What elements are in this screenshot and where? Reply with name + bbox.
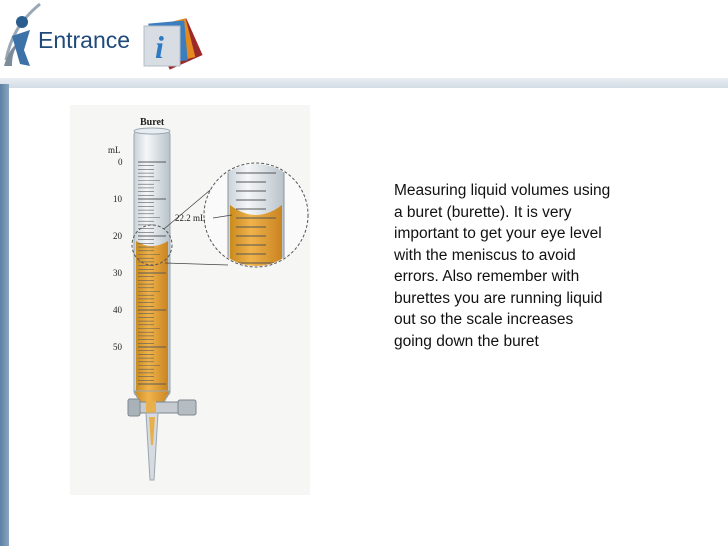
reading-label: 22.2 mL	[175, 213, 206, 223]
scale-label-30: 30	[113, 268, 123, 278]
logo-swoosh-icon	[4, 2, 41, 61]
entrance-logo: i Entrance	[0, 0, 220, 80]
explanation-text: Measuring liquid volumes using a buret (…	[394, 182, 611, 350]
buret-diagram: Buret mL 0 10 20 30 40 50	[70, 105, 310, 495]
buret-tip	[145, 412, 159, 481]
logo-graphic: i	[4, 2, 203, 70]
buret-svg: Buret mL 0 10 20 30 40 50	[70, 105, 310, 495]
left-accent-bar	[0, 84, 9, 546]
logo-head-icon	[16, 16, 28, 28]
logo-cards-icon	[143, 18, 203, 70]
scale-labels: 0 10 20 30 40 50	[113, 157, 123, 352]
scale-label-40: 40	[113, 305, 123, 315]
buret-title: Buret	[140, 117, 165, 128]
scale-label-0: 0	[118, 157, 123, 167]
zoom-connector-bottom	[164, 262, 229, 266]
scale-label-10: 10	[113, 194, 123, 204]
scale-label-50: 50	[113, 342, 123, 352]
figure-background	[70, 105, 310, 495]
stopcock	[127, 398, 197, 417]
logo-text: Entrance	[38, 27, 131, 53]
scale-label-20: 20	[113, 231, 123, 241]
zoomed-meniscus-inset	[203, 162, 309, 268]
meniscus-highlight-circle	[131, 224, 173, 266]
unit-label: mL	[108, 145, 121, 155]
logo-letter: i	[155, 29, 164, 65]
header-divider	[0, 78, 728, 88]
reading-pointer	[212, 214, 233, 219]
graduation-marks	[138, 161, 166, 385]
header: i Entrance	[0, 0, 728, 84]
